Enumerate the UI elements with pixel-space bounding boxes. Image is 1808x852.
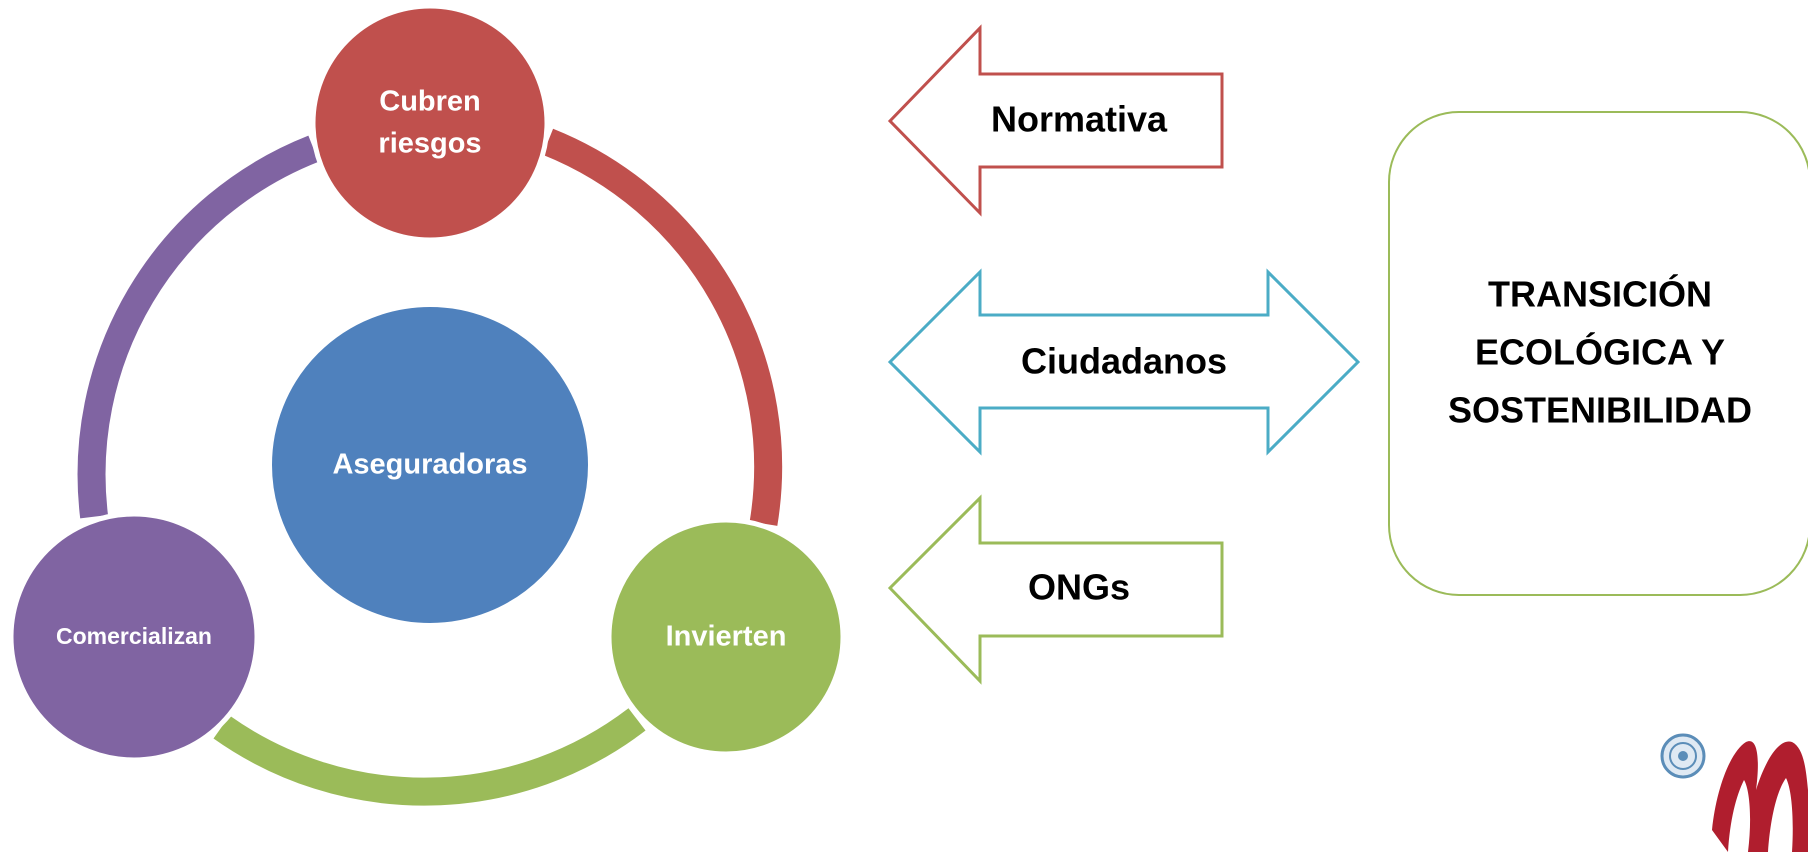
center-node: Aseguradoras: [268, 303, 592, 627]
university-seal-logo: [1660, 733, 1808, 852]
arrow-ongs-label: ONGs: [1028, 567, 1130, 608]
node-cubren-riesgos-label-line2: riesgos: [378, 128, 481, 160]
cycle-ring: [77, 128, 783, 806]
center-node-label: Aseguradoras: [332, 449, 527, 481]
node-cubren-riesgos-label-line1: Cubren: [379, 86, 481, 118]
arrow-ciudadanos-label: Ciudadanos: [1021, 341, 1227, 382]
goal-box: TRANSICIÓN ECOLÓGICA Y SOSTENIBILIDAD: [1388, 111, 1808, 596]
arrow-ciudadanos: Ciudadanos: [887, 268, 1361, 456]
node-invierten-label: Invierten: [666, 621, 787, 653]
seal-icon: [1660, 733, 1706, 779]
node-cubren-riesgos: Cubren riesgos: [310, 3, 550, 243]
arc-invierten-to-comercializan: [213, 708, 646, 806]
node-comercializan: Comercializan: [8, 511, 260, 763]
arc-comercializan-to-cubren: [77, 135, 319, 519]
arrow-normativa-label: Normativa: [991, 99, 1168, 140]
logo-mark-icon: [1712, 741, 1808, 852]
goal-box-line1: TRANSICIÓN: [1488, 273, 1712, 315]
goal-box-line3: SOSTENIBILIDAD: [1448, 390, 1752, 431]
node-invierten: Invierten: [606, 517, 846, 757]
arrow-ongs: ONGs: [887, 494, 1224, 685]
arrow-normativa: Normativa: [887, 24, 1224, 217]
goal-box-line2: ECOLÓGICA Y: [1475, 331, 1725, 373]
node-comercializan-label: Comercializan: [56, 623, 212, 649]
arc-cubren-to-invierten: [542, 128, 783, 526]
